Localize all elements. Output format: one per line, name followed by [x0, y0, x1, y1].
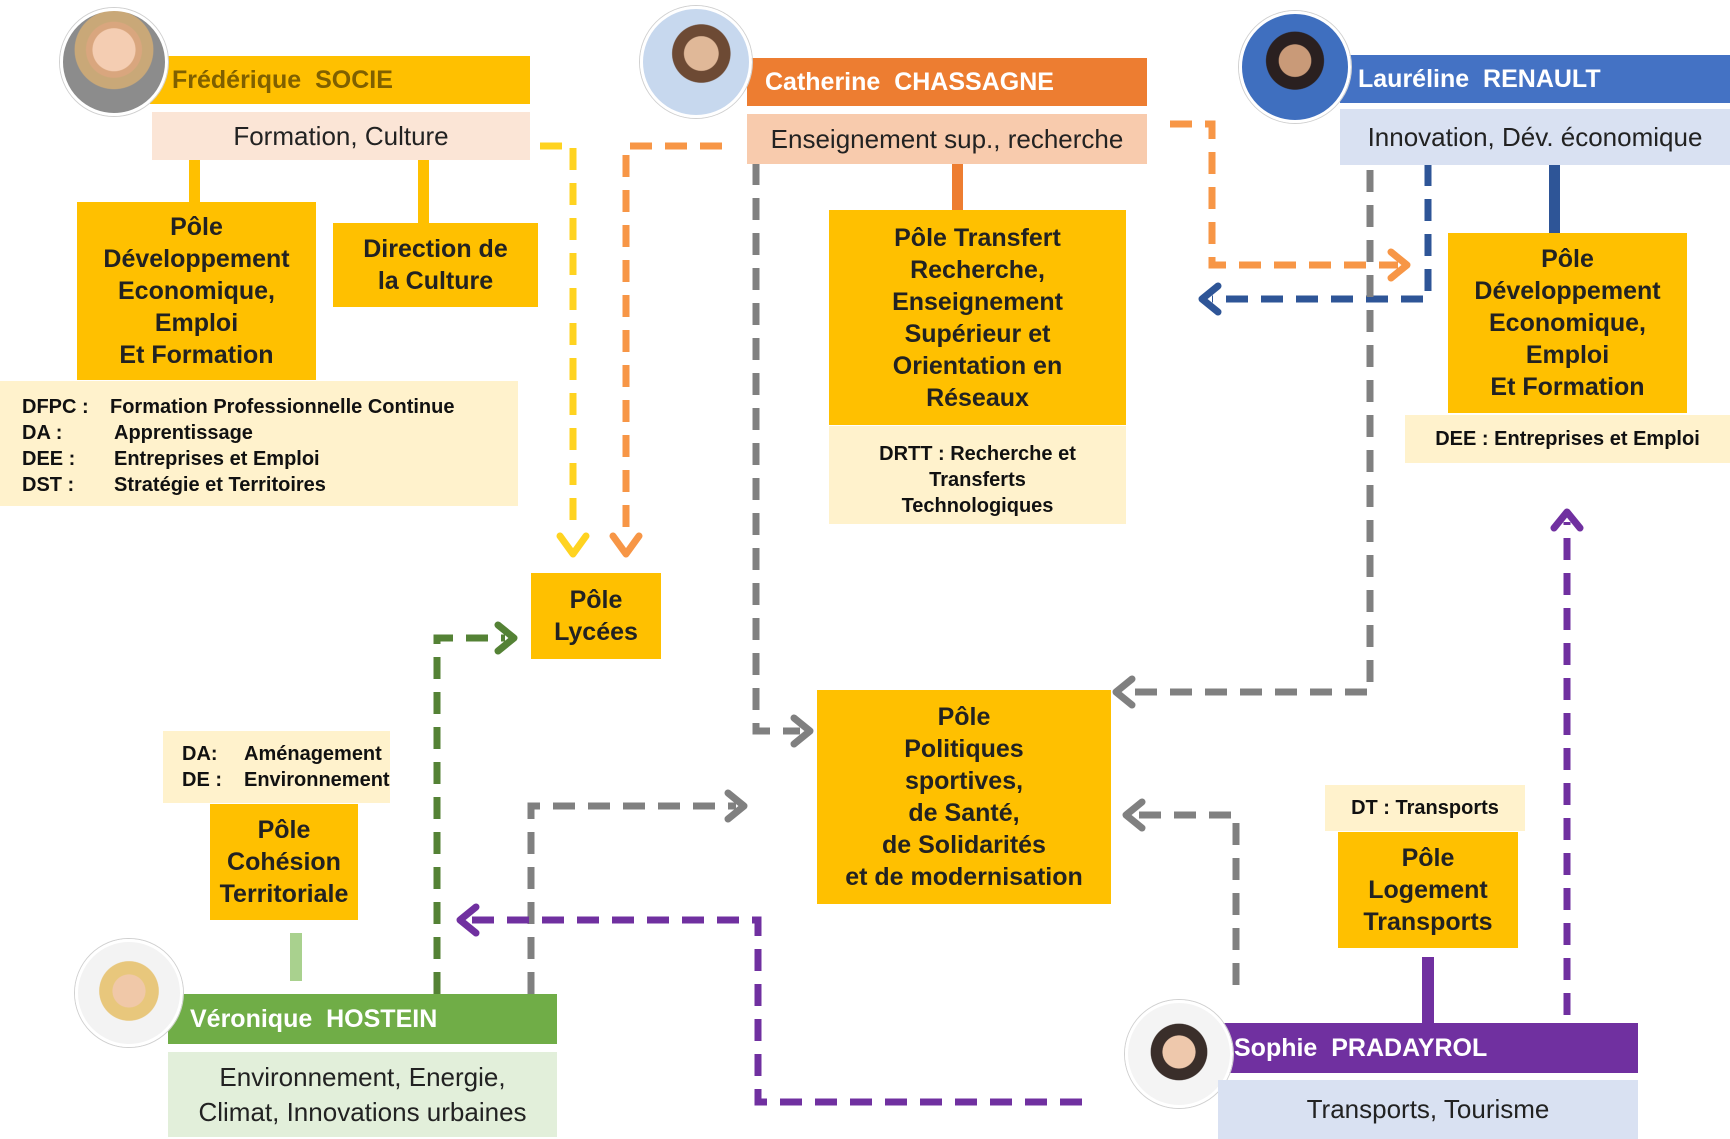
avatar-chassagne — [640, 6, 752, 118]
direction-row: DA: Aménagement — [182, 741, 390, 767]
arrowhead-hostein-politiques — [724, 789, 748, 823]
connector-chassagne-transfert — [952, 164, 963, 210]
role-text: Innovation, Dév. économique — [1367, 121, 1703, 152]
connector-socie-culture — [418, 160, 429, 224]
avatar-renault — [1239, 11, 1351, 123]
role-text: Climat, Innovations urbaines — [198, 1096, 527, 1127]
pole-politiques: Pôle Politiques sportives, de Santé, de … — [817, 690, 1111, 904]
direction-line: DRTT : Recherche et — [879, 443, 1076, 465]
pole-dev-eco-right: Pôle Développement Economique, Emploi Et… — [1448, 233, 1687, 413]
role-text: Formation, Culture — [233, 120, 449, 151]
arrow-pradayrol-to-cohesion — [470, 916, 1082, 1106]
pole-transfert: Pôle Transfert Recherche, Enseignement S… — [829, 210, 1126, 425]
arrow-chassagne-to-lycees — [622, 142, 722, 530]
direction-code: DEE : — [22, 448, 76, 470]
direction-row: DFPC : Formation Professionnelle Continue — [22, 394, 518, 420]
arrow-socie-to-lycees — [540, 142, 577, 530]
person-name: Catherine CHASSAGNE — [765, 67, 1054, 96]
direction-label: Apprentissage — [114, 422, 253, 444]
arrowhead-pradayrol-politiques — [1122, 798, 1146, 832]
role-renault: Innovation, Dév. économique — [1340, 109, 1730, 165]
direction-label: Environnement — [244, 769, 390, 791]
role-text: Enseignement sup., recherche — [770, 123, 1124, 154]
direction-code: DFPC : — [22, 396, 89, 418]
connector-renault-deveco — [1549, 165, 1560, 233]
name-bar-renault: Lauréline RENAULT — [1340, 55, 1730, 103]
arrow-renault-to-transfert — [1212, 164, 1432, 303]
arrowhead-renault-politiques — [1112, 675, 1136, 709]
pole-cohesion: Pôle Cohésion Territoriale — [210, 804, 358, 920]
person-name: Lauréline RENAULT — [1358, 64, 1601, 93]
arrow-hostein-to-politiques — [527, 802, 736, 994]
directions-cohesion: DA: Aménagement DE : Environnement — [163, 731, 390, 803]
pole-lycees: Pôle Lycées — [531, 573, 661, 659]
connector-pradayrol-logement — [1422, 957, 1434, 1023]
name-bar-pradayrol: Sophie PRADAYROL — [1218, 1023, 1638, 1073]
direction-code: DA: — [182, 743, 218, 765]
direction-row: DST : Stratégie et Territoires — [22, 472, 518, 498]
avatar-pradayrol — [1125, 1000, 1233, 1108]
arrowhead-chassagne-lycees — [609, 532, 643, 558]
name-bar-chassagne: Catherine CHASSAGNE — [747, 58, 1147, 106]
avatar-hostein — [75, 939, 183, 1047]
direction-line: DEE : Entreprises et Emploi — [1435, 427, 1700, 450]
arrowhead-renault-transfert — [1198, 282, 1222, 316]
name-bar-hostein: Véronique HOSTEIN — [168, 994, 557, 1044]
direction-code: DE : — [182, 769, 222, 791]
role-text: Environnement, Energie, — [219, 1062, 506, 1093]
directions-logement: DT : Transports — [1325, 785, 1525, 831]
arrow-hostein-to-lycees — [433, 634, 505, 994]
person-name: Véronique HOSTEIN — [190, 1004, 438, 1033]
direction-line: DT : Transports — [1351, 796, 1499, 819]
arrow-pradayrol-to-politiques — [1135, 811, 1240, 985]
person-name: Sophie PRADAYROL — [1234, 1033, 1488, 1062]
directions-dev-eco-right: DEE : Entreprises et Emploi — [1405, 415, 1730, 463]
directions-transfert: DRTT : Recherche et Transferts Technolog… — [829, 426, 1126, 524]
arrowhead-socie-lycees — [556, 532, 590, 558]
arrowhead-hostein-lycees — [494, 621, 518, 655]
name-bar-socie: Frédérique SOCIE — [150, 56, 530, 104]
direction-label: Aménagement — [244, 743, 382, 765]
direction-line: Technologiques — [901, 495, 1054, 517]
arrow-renault-to-politiques — [1130, 170, 1374, 696]
role-text: Transports, Tourisme — [1306, 1094, 1550, 1125]
arrowhead-chassagne-politiques — [790, 714, 814, 748]
role-pradayrol: Transports, Tourisme — [1218, 1080, 1638, 1139]
role-hostein: Environnement, Energie, Climat, Innovati… — [168, 1052, 557, 1137]
direction-label: Stratégie et Territoires — [114, 474, 326, 496]
direction-code: DST : — [22, 474, 75, 496]
arrowhead-chassagne-deveco — [1387, 248, 1411, 282]
pole-dev-eco-left: Pôle Développement Economique, Emploi Et… — [77, 202, 316, 380]
pole-direction-culture: Direction de la Culture — [333, 223, 538, 307]
direction-code: DA : — [22, 422, 63, 444]
direction-line: Transferts — [929, 469, 1026, 491]
direction-row: DA : Apprentissage — [22, 420, 518, 446]
role-chassagne: Enseignement sup., recherche — [747, 114, 1147, 164]
direction-label: Entreprises et Emploi — [114, 448, 320, 470]
connector-socie-deveco — [189, 160, 200, 202]
direction-row: DE : Environnement — [182, 767, 390, 793]
pole-logement: Pôle Logement Transports — [1338, 832, 1518, 948]
person-name: Frédérique SOCIE — [172, 65, 393, 94]
direction-label: Formation Professionnelle Continue — [110, 396, 455, 418]
arrowhead-pradayrol-deveco — [1550, 508, 1584, 532]
avatar-socie — [60, 8, 168, 116]
arrow-chassagne-to-politiques — [752, 163, 800, 735]
connector-hostein-cohesion — [290, 933, 302, 981]
arrowhead-pradayrol-cohesion — [456, 903, 480, 937]
directions-dev-eco-left: DFPC : Formation Professionnelle Continue… — [0, 381, 518, 506]
direction-row: DEE : Entreprises et Emploi — [22, 446, 518, 472]
role-socie: Formation, Culture — [152, 112, 530, 160]
